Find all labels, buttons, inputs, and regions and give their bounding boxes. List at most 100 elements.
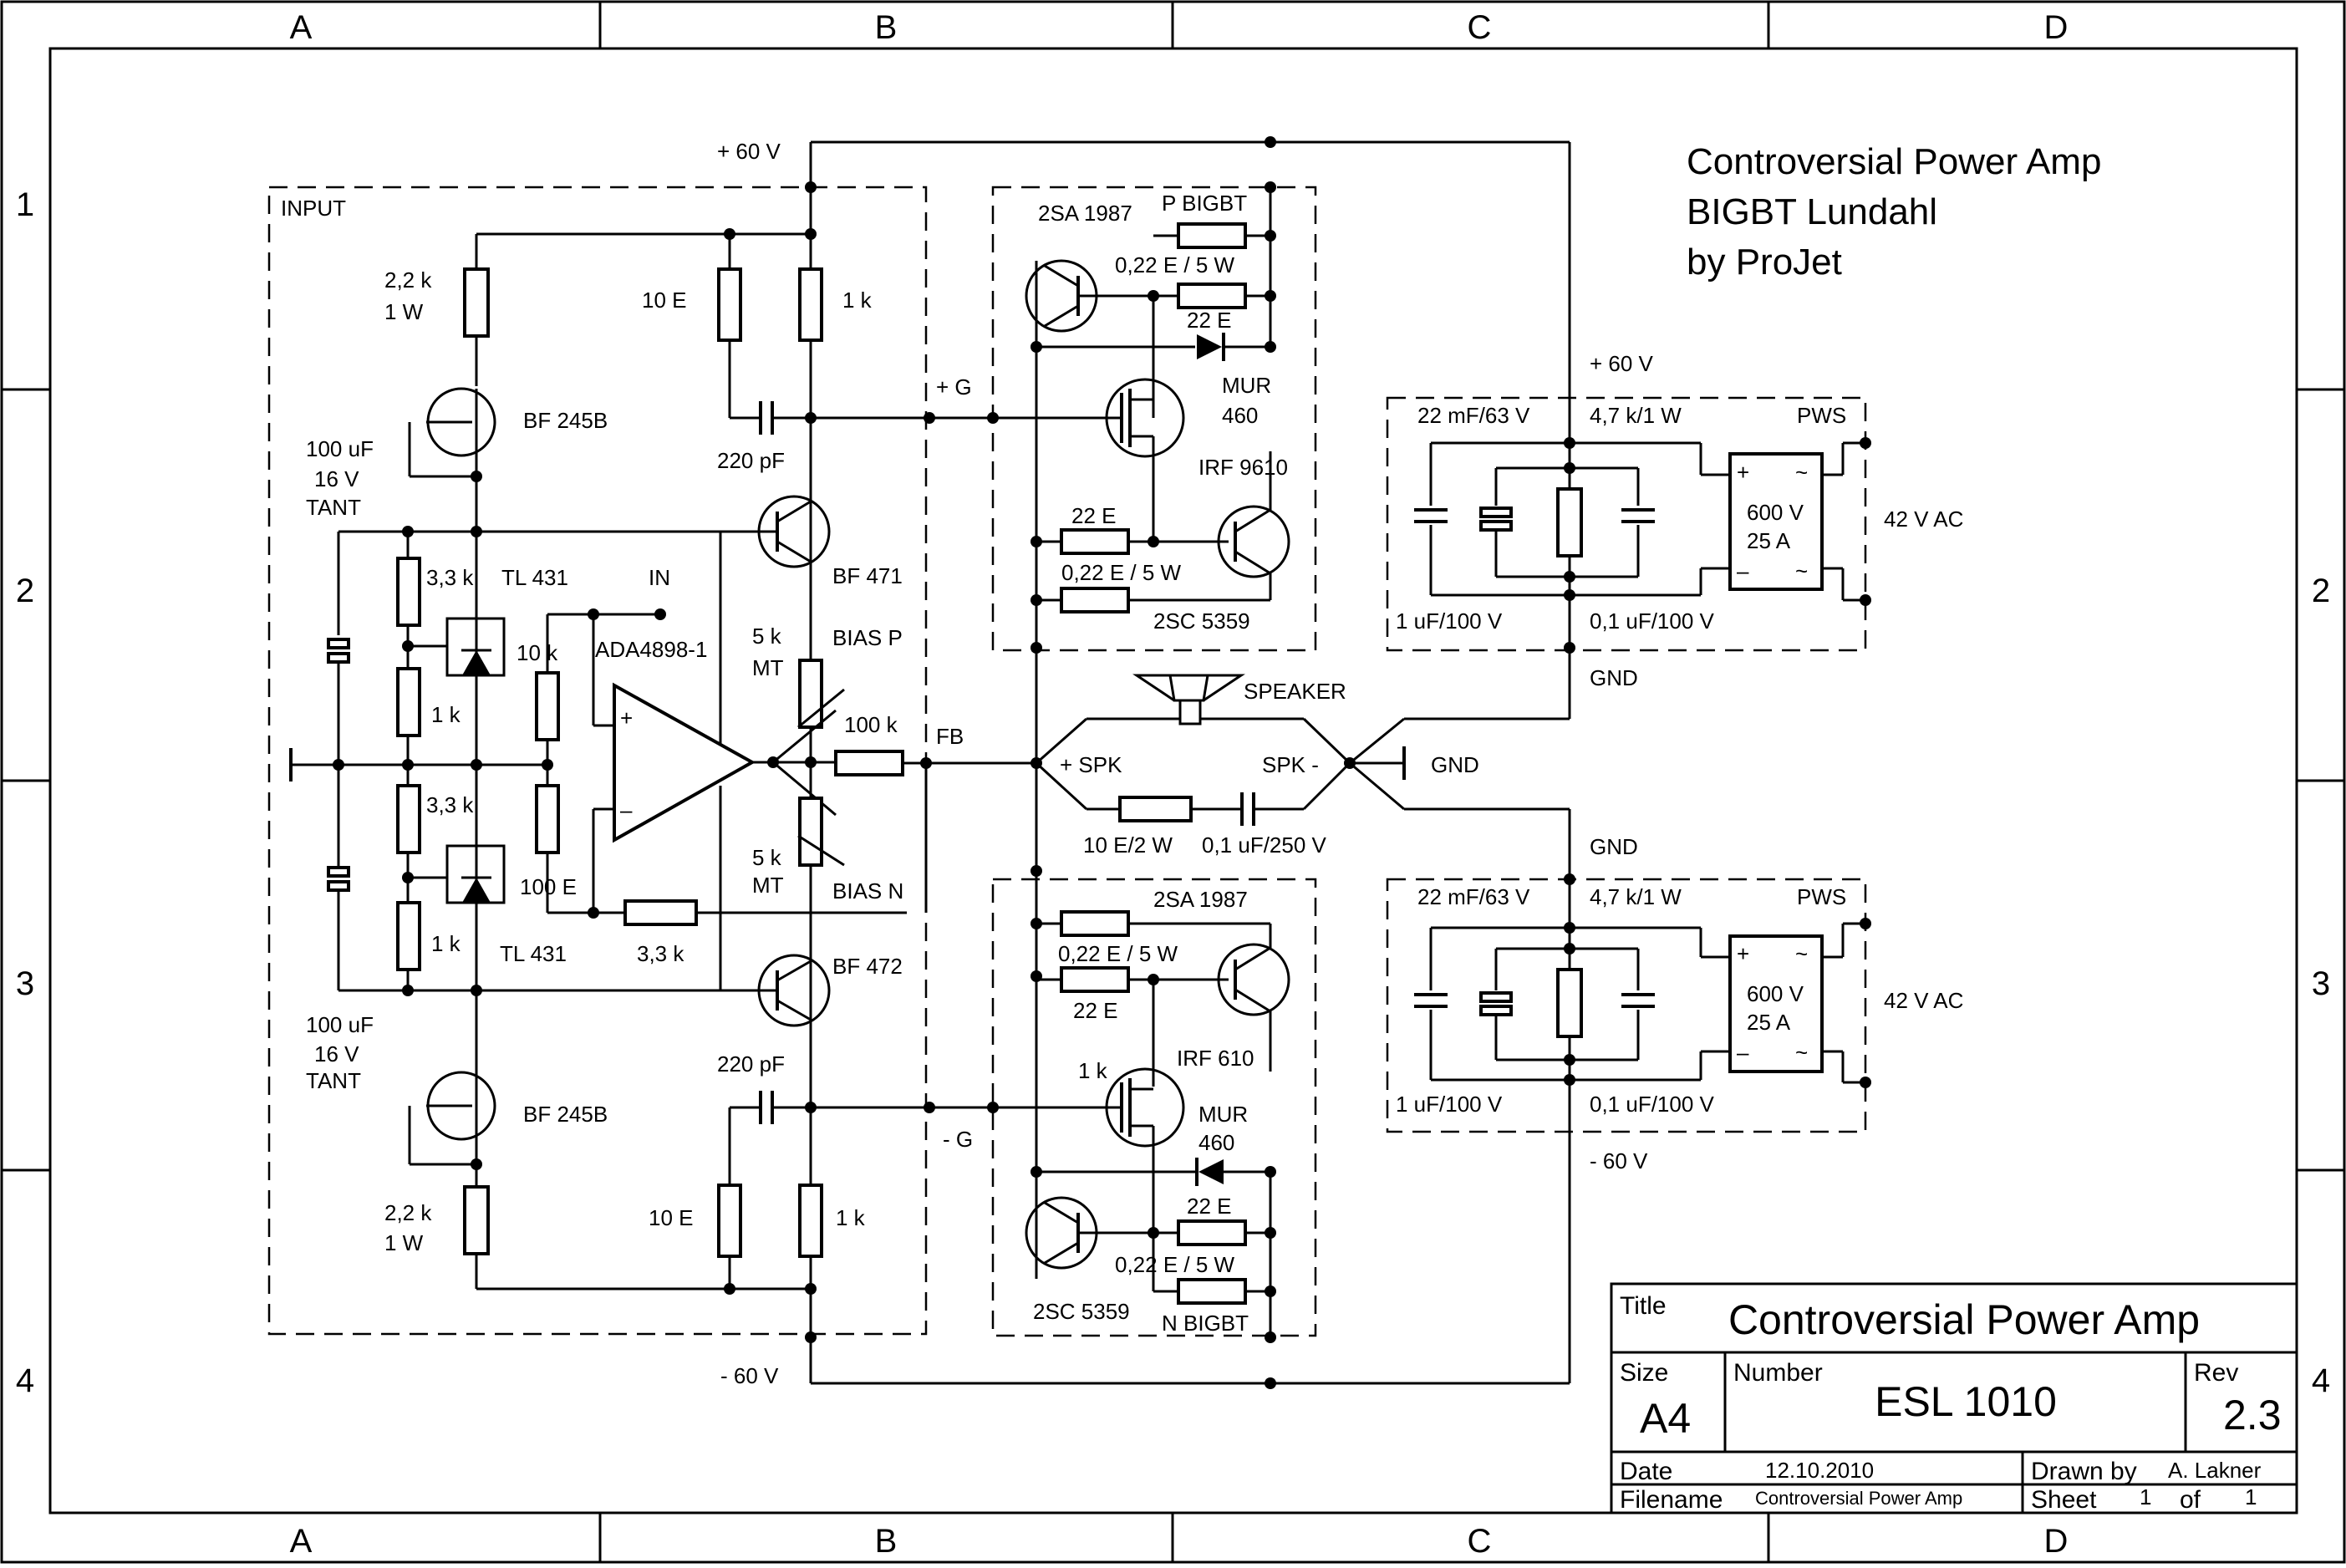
col-a-bottom: A xyxy=(290,1523,313,1560)
r-top-watt: 1 W xyxy=(384,299,424,324)
r-3k3-bot-label: 3,3 k xyxy=(426,792,474,817)
psu-bot-minus: – xyxy=(1737,1040,1749,1065)
psu-bot-c01u: 0,1 uF/100 V xyxy=(1590,1092,1715,1117)
pot-n-mt: MT xyxy=(752,873,784,898)
spk-pos-label: + SPK xyxy=(1060,752,1122,777)
jfet-top-label: BF 245B xyxy=(523,408,608,433)
n-r022-label: 0,22 E / 5 W xyxy=(1058,941,1178,966)
c-220pf-top-label: 220 pF xyxy=(717,448,785,473)
fb-label: FB xyxy=(936,724,964,749)
n-2sc5359-label: 2SC 5359 xyxy=(1033,1299,1130,1324)
pos-g-label: + G xyxy=(936,374,972,400)
pot-n-value: 5 k xyxy=(752,845,782,870)
resistor-3k3-feedback xyxy=(623,899,698,926)
heading-line-3: by ProJet xyxy=(1687,242,1842,283)
tb-number-caption: Number xyxy=(1733,1359,1823,1387)
row-3-right: 3 xyxy=(2312,965,2330,1002)
r-bot-watt: 1 W xyxy=(384,1230,424,1255)
p-bigbt-label: P BIGBT xyxy=(1162,191,1247,216)
in-label: IN xyxy=(649,565,670,590)
tb-rev: 2.3 xyxy=(2223,1392,2282,1438)
opamp-label: ADA4898-1 xyxy=(595,637,707,662)
resistor-n-022e xyxy=(1060,910,1130,937)
psu-top-c01u: 0,1 uF/100 V xyxy=(1590,608,1715,634)
r-3k3-top-label: 3,3 k xyxy=(426,565,474,590)
r-1k-bot-label: 1 k xyxy=(431,931,461,956)
cap-top-value: 100 uF xyxy=(306,436,374,461)
resistor-1k-right-bot xyxy=(798,1184,823,1258)
psu-bot-bridge xyxy=(1728,934,1824,1073)
neg-g-label: - G xyxy=(943,1127,973,1152)
n-r022b-label: 0,22 E / 5 W xyxy=(1115,1252,1235,1277)
tb-date-caption: Date xyxy=(1620,1458,1672,1485)
resistor-10e-top xyxy=(717,267,742,342)
opamp-plus: + xyxy=(620,705,633,731)
col-c-bottom: C xyxy=(1468,1523,1492,1560)
row-4-right: 4 xyxy=(2312,1362,2330,1399)
psu-bot-c1u: 1 uF/100 V xyxy=(1396,1092,1503,1117)
bias-p-label: BIAS P xyxy=(832,625,903,650)
n-mur-label: MUR xyxy=(1198,1102,1248,1127)
zobel-r-label: 10 E/2 W xyxy=(1083,832,1173,858)
opamp-minus: – xyxy=(620,797,633,822)
psu-bot-plus: + xyxy=(1737,941,1749,966)
resistor-2k2-bot xyxy=(463,1185,490,1255)
rail-pos-label: + 60 V xyxy=(717,139,781,164)
psu-bot-bridge-a: 25 A xyxy=(1747,1010,1791,1035)
tl431-bot-label: TL 431 xyxy=(500,941,567,966)
pot-p-mt: MT xyxy=(752,655,784,680)
p-r022b-label: 0,22 E / 5 W xyxy=(1061,560,1182,585)
row-4-left: 4 xyxy=(16,1362,34,1399)
irf9610-label: IRF 9610 xyxy=(1198,455,1288,480)
p-r22-label: 22 E xyxy=(1187,308,1232,333)
col-b-top: B xyxy=(875,9,898,46)
psu-top-bleeder xyxy=(1556,487,1583,557)
col-d-bottom: D xyxy=(2044,1523,2069,1560)
heading-line-2: BIGBT Lundahl xyxy=(1687,191,1937,232)
tb-number: ESL 1010 xyxy=(1875,1378,2057,1425)
r-1k-rb-label: 1 k xyxy=(836,1205,866,1230)
heading-line-1: Controversial Power Amp xyxy=(1687,141,2101,182)
p-2sc5359-label: 2SC 5359 xyxy=(1153,608,1250,634)
spk-gnd-label: GND xyxy=(1431,752,1479,777)
resistor-p-022e xyxy=(1177,283,1247,309)
cap-bot-type: TANT xyxy=(306,1068,361,1093)
resistor-p-bigbt xyxy=(1177,222,1247,249)
n-bigbt-label: N BIGBT xyxy=(1162,1311,1249,1336)
psu-top-c1u: 1 uF/100 V xyxy=(1396,608,1503,634)
resistor-10e-bot xyxy=(717,1184,742,1258)
n-r1k-label: 1 k xyxy=(1078,1058,1108,1083)
drawing-heading: Controversial Power Amp BIGBT Lundahl by… xyxy=(1687,141,2101,283)
pot-p-value: 5 k xyxy=(752,624,782,649)
n-r22b-label: 22 E xyxy=(1187,1194,1232,1219)
resistor-1k-top xyxy=(396,667,421,737)
irf610-label: IRF 610 xyxy=(1177,1046,1254,1071)
psu-top-rail: + 60 V xyxy=(1590,351,1654,376)
cap-bot-value: 100 uF xyxy=(306,1012,374,1037)
resistor-2k2-top xyxy=(463,267,490,338)
resistor-3k3-top xyxy=(396,557,421,627)
resistor-p-022e-b xyxy=(1060,587,1130,613)
psu-top: + 60 V 22 mF/63 V 4,7 k/1 W PWS + ~ 600 … xyxy=(1386,351,1963,690)
tb-date: 12.10.2010 xyxy=(1765,1458,1874,1483)
psu-top-tilde-2: ~ xyxy=(1795,558,1808,583)
psu-bot-rbleed: 4,7 k/1 W xyxy=(1590,884,1682,909)
resistor-p-22e-b xyxy=(1060,528,1130,555)
col-c-top: C xyxy=(1468,9,1492,46)
psu-top-plus: + xyxy=(1737,460,1749,485)
col-b-bottom: B xyxy=(875,1523,898,1560)
psu-bot-pws: PWS xyxy=(1797,884,1846,909)
r-100k-label: 100 k xyxy=(844,712,898,737)
resistor-n-22e-b xyxy=(1177,1219,1247,1246)
r-top-value: 2,2 k xyxy=(384,267,432,293)
r-1k-top-label: 1 k xyxy=(431,702,461,727)
n-mur-num: 460 xyxy=(1198,1130,1234,1155)
c-220pf-bot-label: 220 pF xyxy=(717,1051,785,1077)
psu-top-gnd: GND xyxy=(1590,665,1638,690)
row-2-right: 2 xyxy=(2312,573,2330,609)
row-1-left: 1 xyxy=(16,186,34,223)
speaker-label: SPEAKER xyxy=(1244,679,1346,704)
tb-drawn-by: A. Lakner xyxy=(2168,1458,2262,1483)
n-2sa1987-label: 2SA 1987 xyxy=(1153,887,1248,912)
